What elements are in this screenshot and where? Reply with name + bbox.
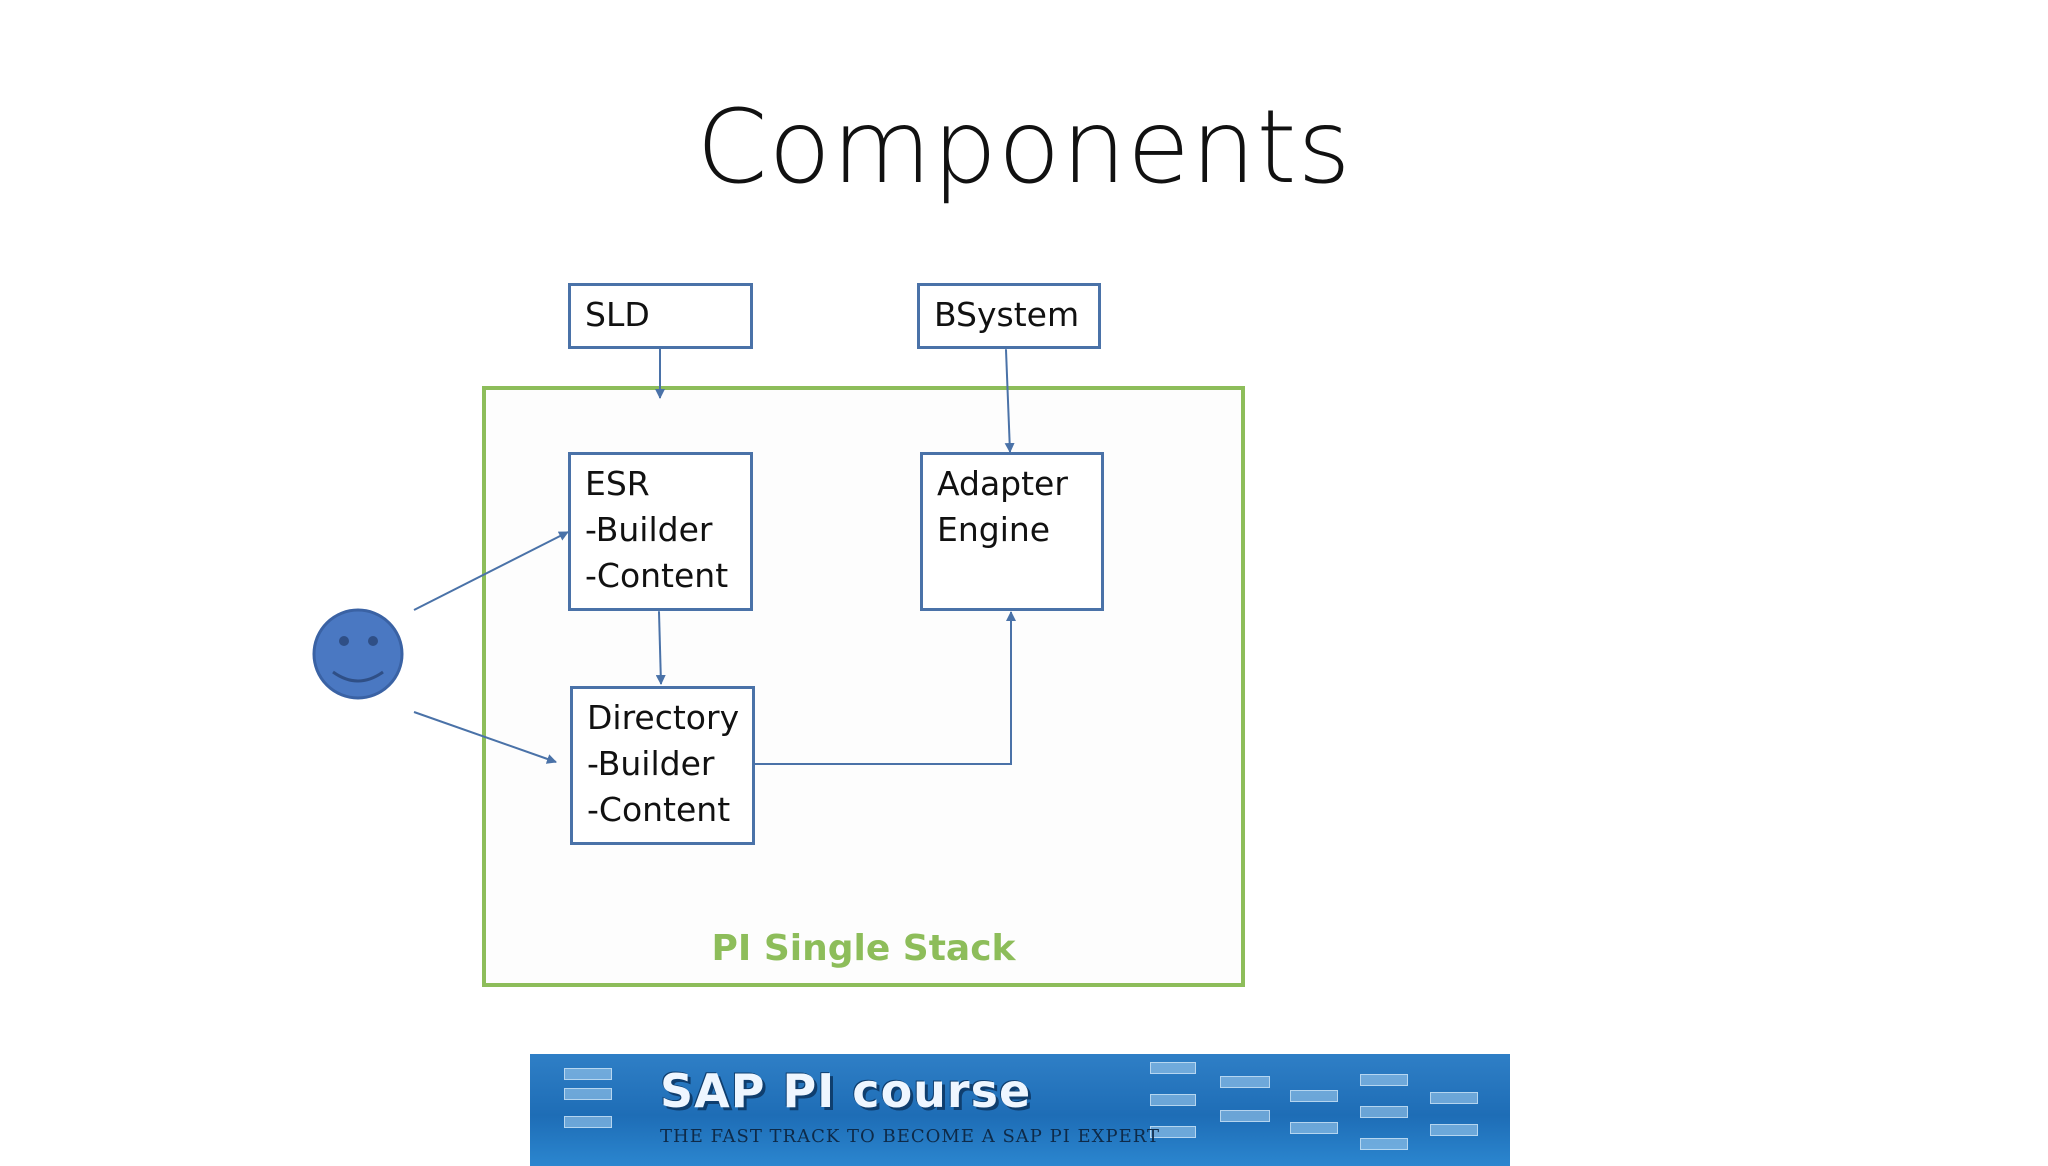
pi-single-stack-label: PI Single Stack <box>711 928 1016 969</box>
sap-pi-course-banner: SAP PI course THE FAST TRACK TO BECOME A… <box>530 1054 1510 1166</box>
directory-box: Directory -Builder -Content <box>570 686 755 845</box>
esr-title: ESR <box>585 464 650 503</box>
directory-builder: -Builder <box>587 744 715 783</box>
sld-box: SLD <box>568 283 753 349</box>
directory-content: -Content <box>587 790 731 829</box>
esr-content: -Content <box>585 556 729 595</box>
bsystem-box: BSystem <box>917 283 1101 349</box>
esr-box: ESR -Builder -Content <box>568 452 753 611</box>
smiley-face-icon <box>312 608 404 700</box>
arrow-user-to-esr <box>413 531 569 611</box>
banner-tagline: THE FAST TRACK TO BECOME A SAP PI EXPERT <box>660 1126 1160 1147</box>
directory-title: Directory <box>587 698 740 737</box>
slide-title: Components <box>696 88 1352 207</box>
esr-builder: -Builder <box>585 510 713 549</box>
banner-headline: SAP PI course <box>660 1064 1032 1118</box>
arrow-directory-adapter <box>753 611 1016 765</box>
arrow-user-to-directory <box>413 711 557 764</box>
adapter-engine-box: Adapter Engine <box>920 452 1104 611</box>
adapter-engine-line1: Adapter <box>937 464 1068 503</box>
bsystem-label: BSystem <box>934 295 1080 334</box>
sld-label: SLD <box>585 295 650 334</box>
adapter-engine-line2: Engine <box>937 510 1051 549</box>
arrow-bsystem-adapter <box>1000 340 1015 453</box>
arrow-esr-directory <box>653 602 666 685</box>
